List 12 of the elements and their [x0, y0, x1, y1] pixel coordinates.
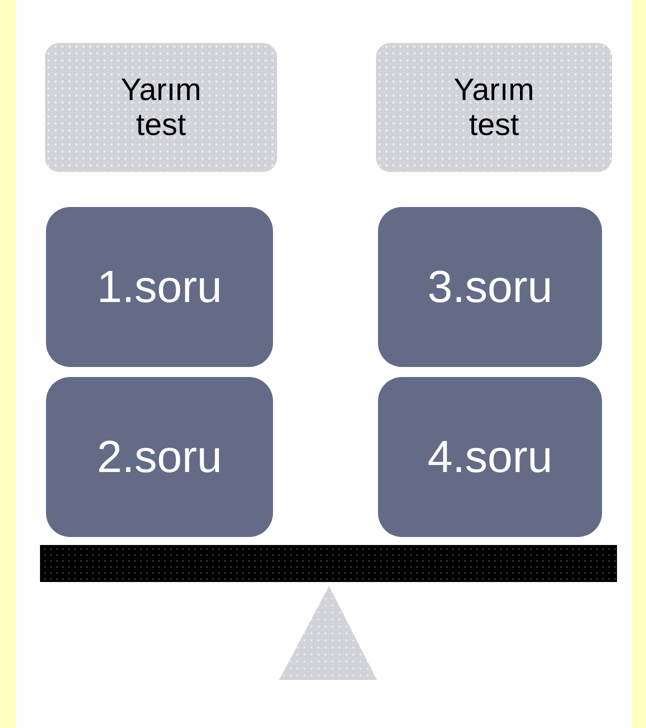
question-box: [46, 207, 273, 367]
question-box: [378, 377, 602, 537]
question-label: 4.soru: [427, 431, 553, 483]
question-box: [46, 377, 273, 537]
question-box: [378, 207, 602, 367]
header-box: [45, 43, 277, 172]
question-label: 1.soru: [96, 261, 222, 313]
header-box: [376, 43, 612, 172]
question-label: 2.soru: [96, 431, 222, 483]
question-label: 3.soru: [427, 261, 553, 313]
header-text: Yarım test: [120, 72, 202, 142]
header-text: Yarım test: [452, 72, 536, 142]
